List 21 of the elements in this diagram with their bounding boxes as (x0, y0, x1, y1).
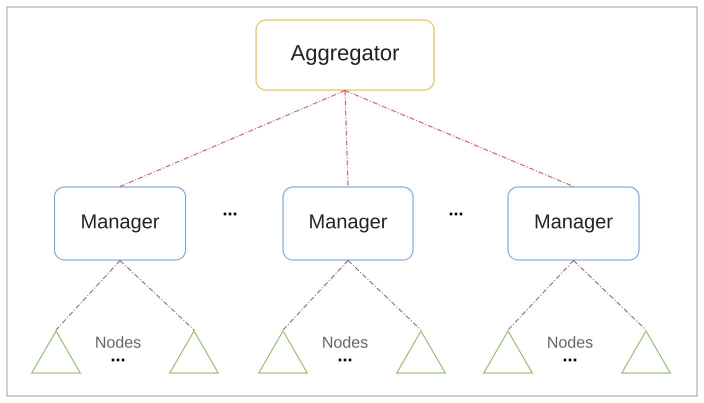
ellipsis: ... (450, 212, 462, 216)
nodes-label: Nodes (96, 336, 141, 348)
connector-line (344, 90, 348, 187)
aggregator-box: Aggregator (256, 20, 434, 90)
manager-box: Manager (54, 186, 186, 260)
connector-line (348, 260, 422, 330)
manager-box: Manager (508, 186, 640, 260)
nodes-label: Nodes (323, 336, 368, 348)
connector-line (120, 260, 194, 330)
manager-box: Manager (282, 186, 414, 260)
ellipsis: ... (112, 358, 124, 362)
connector-line (573, 260, 646, 330)
connector-line (508, 260, 574, 330)
connector-line (344, 90, 574, 187)
connector-line (282, 260, 348, 330)
connector-line (120, 90, 346, 187)
ellipsis: ... (564, 358, 576, 362)
ellipsis: ... (224, 212, 236, 216)
connector-line (56, 260, 120, 330)
ellipsis: ... (338, 358, 352, 362)
nodes-label: Nodes (548, 336, 593, 348)
